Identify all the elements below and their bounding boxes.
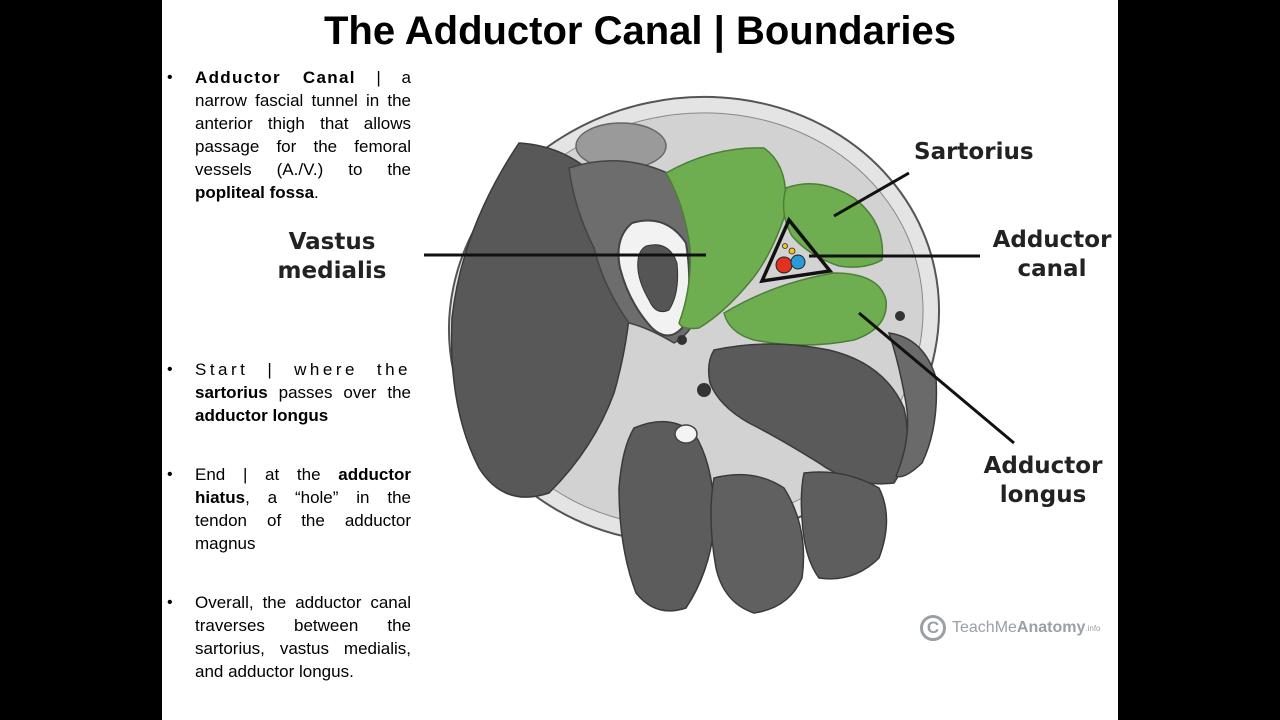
term-sartorius: sartorius: [195, 383, 268, 402]
saphenous-nerve: [788, 247, 796, 255]
semitendinosus-muscle: [710, 473, 805, 614]
great-saphenous-vein: [895, 311, 905, 321]
bullet-dot: •: [167, 466, 173, 483]
label-adductor-canal: Adductor canal: [992, 227, 1112, 282]
vastus-medialis-muscle: [664, 147, 787, 330]
sartorius-pointer: [833, 171, 910, 218]
term-adductor-canal: Adductor Canal: [195, 68, 356, 87]
adductor-magnus-muscle: [707, 343, 909, 485]
adductor-longus-muscle: [723, 272, 887, 346]
sciatic-nerve: [674, 424, 698, 444]
label-vastus-medialis: Vastus medialis: [277, 229, 387, 284]
bullet-adductor-canal: • Adductor Canal | a narrow fascial tunn…: [167, 68, 411, 202]
label-sartorius: Sartorius: [914, 139, 1034, 165]
term-adductor-longus: adductor longus: [195, 406, 329, 425]
slide-title: The Adductor Canal | Boundaries: [324, 9, 956, 53]
femur-marrow: [637, 244, 679, 313]
adductor-longus-pointer: [858, 311, 1015, 445]
bullet-dot: •: [167, 594, 173, 611]
nerve-to-vastus-medialis: [782, 243, 788, 249]
term-adductor-hiatus: adductor hiatus: [195, 465, 411, 507]
biceps-femoris-muscle: [618, 420, 715, 612]
copyright-icon: C: [920, 615, 946, 641]
femoral-artery: [775, 256, 793, 274]
bullet-end: • End | at the adductor hiatus, a “hole”…: [167, 465, 411, 553]
bullet-dot: •: [167, 361, 173, 378]
slide: The Adductor Canal | Boundaries • Adduct…: [162, 0, 1118, 720]
bullet-dot: •: [167, 69, 173, 86]
thigh-cross-section-diagram: [424, 95, 1015, 614]
label-adductor-longus: Adductor longus: [983, 453, 1103, 508]
term-popliteal-fossa: popliteal fossa: [195, 183, 315, 202]
bullet-overall: • Overall, the adductor canal traverses …: [167, 593, 411, 681]
bullet-start: • Start | where the sartorius passes ove…: [167, 360, 411, 425]
perforating-vessel: [677, 335, 687, 345]
adductor-canal-triangle: [759, 216, 834, 284]
semimembranosus-muscle: [800, 471, 888, 580]
femoral-vein: [790, 254, 806, 270]
profunda-vessel: [697, 383, 711, 397]
